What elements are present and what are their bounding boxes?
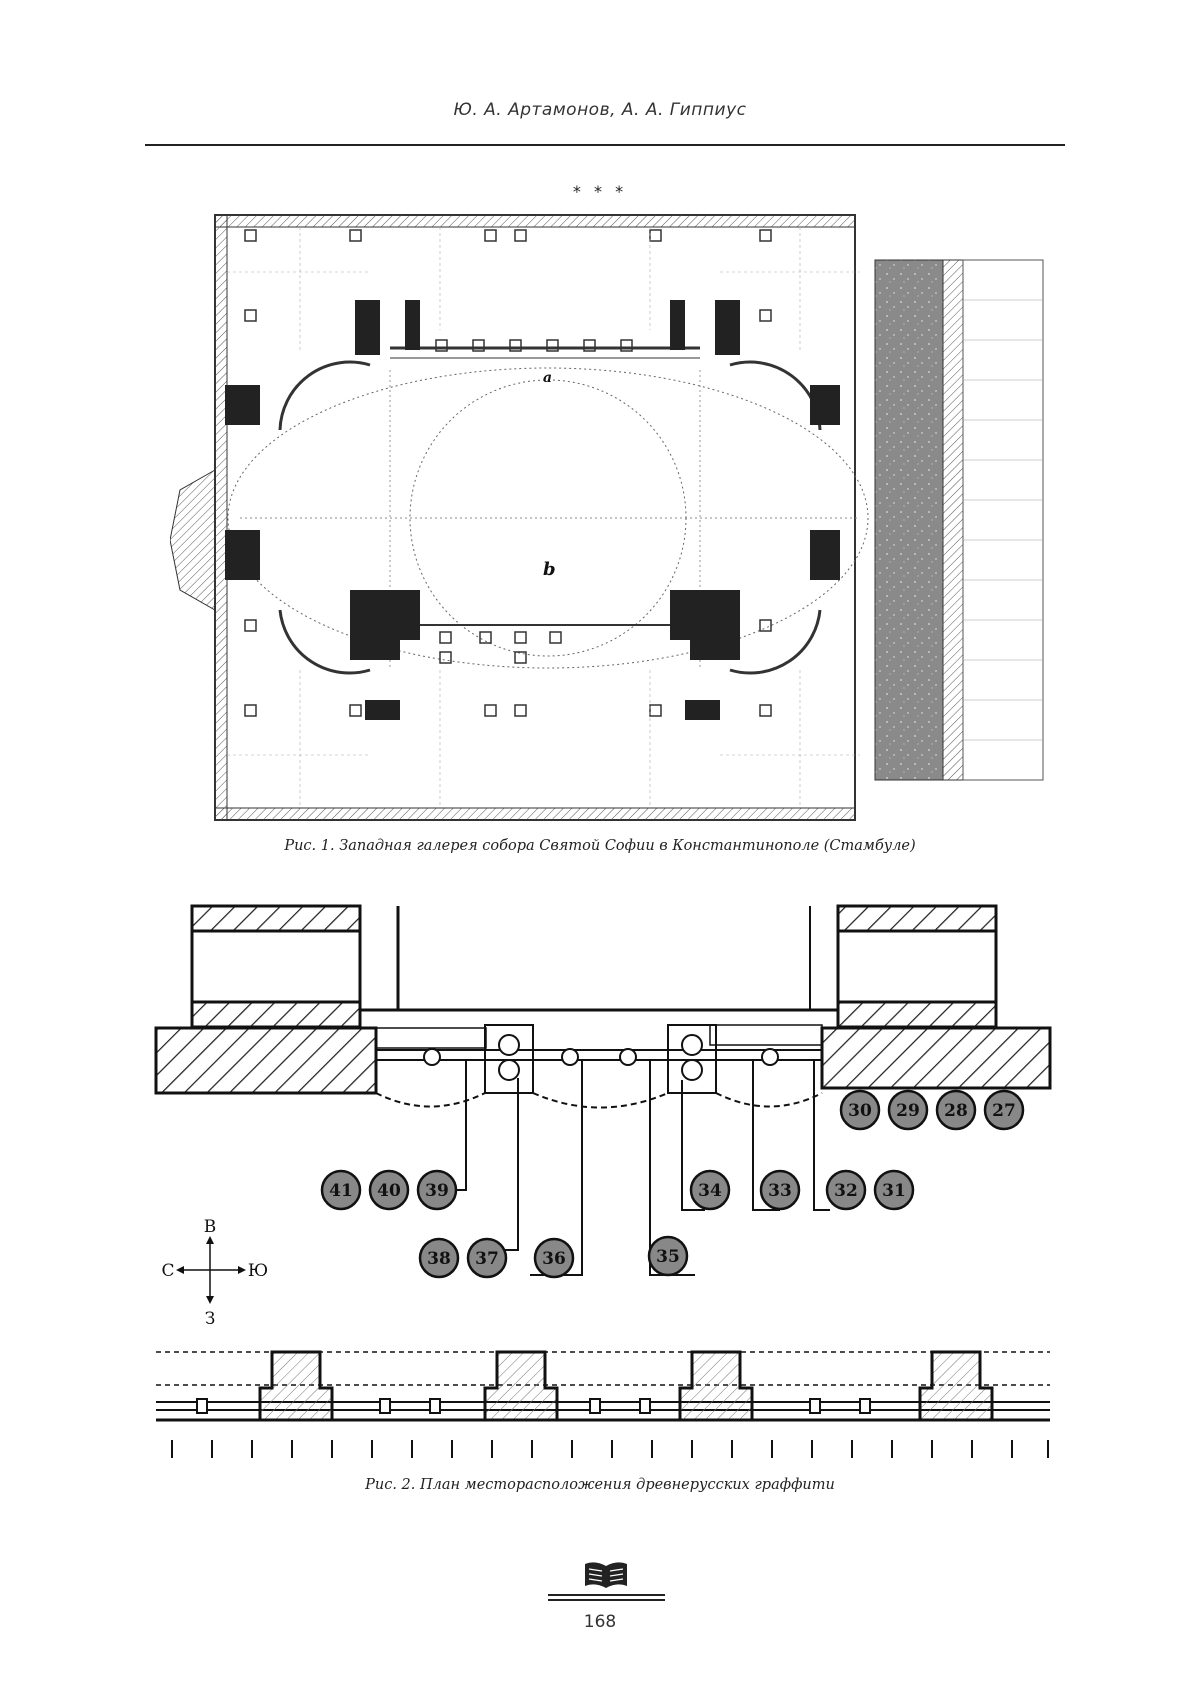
marker-31: 31 — [882, 1181, 906, 1201]
book-icon — [585, 1562, 627, 1588]
marker-group-row1-right: 34 33 32 31 — [689, 1169, 915, 1211]
compass-south: З — [205, 1309, 216, 1329]
figure1-floor-plan: a b — [170, 214, 1044, 821]
marker-36: 36 — [542, 1249, 566, 1269]
running-header: Ю. А. Артамонов, А. А. Гиппиус — [453, 100, 747, 120]
plan-label-a: a — [543, 370, 552, 386]
marker-29: 29 — [896, 1101, 920, 1121]
marker-group-top-right: 30 29 28 27 — [839, 1089, 1025, 1131]
page-number: 168 — [583, 1612, 617, 1632]
marker-33: 33 — [768, 1181, 792, 1201]
section-separator: * * * — [572, 182, 628, 201]
figure2-location-plan: 30 29 28 27 41 40 39 34 33 32 31 38 37 3… — [154, 904, 1052, 1458]
marker-34: 34 — [698, 1181, 722, 1201]
marker-group-row2: 38 37 36 35 — [418, 1235, 689, 1279]
marker-27: 27 — [992, 1101, 1016, 1121]
plan-label-b: b — [543, 559, 556, 580]
marker-30: 30 — [848, 1101, 872, 1121]
marker-38: 38 — [427, 1249, 451, 1269]
marker-37: 37 — [475, 1249, 499, 1269]
marker-39: 39 — [425, 1181, 449, 1201]
figure2-caption: Рис. 2. План месторасположения древнерус… — [365, 1477, 835, 1493]
footer-divider-bottom — [548, 1599, 665, 1601]
footer-divider-top — [548, 1594, 665, 1596]
marker-40: 40 — [377, 1181, 401, 1201]
compass-rose: В С Ю З — [161, 1217, 268, 1329]
marker-32: 32 — [834, 1181, 858, 1201]
compass-east: Ю — [248, 1261, 268, 1281]
figure1-caption: Рис. 1. Западная галерея собора Святой С… — [284, 838, 916, 854]
compass-north: В — [204, 1217, 217, 1237]
header-divider — [145, 144, 1065, 146]
marker-group-row1-left: 41 40 39 — [320, 1169, 458, 1211]
compass-west: С — [161, 1261, 174, 1281]
marker-28: 28 — [944, 1101, 968, 1121]
marker-35: 35 — [656, 1247, 680, 1267]
marker-41: 41 — [329, 1181, 353, 1201]
